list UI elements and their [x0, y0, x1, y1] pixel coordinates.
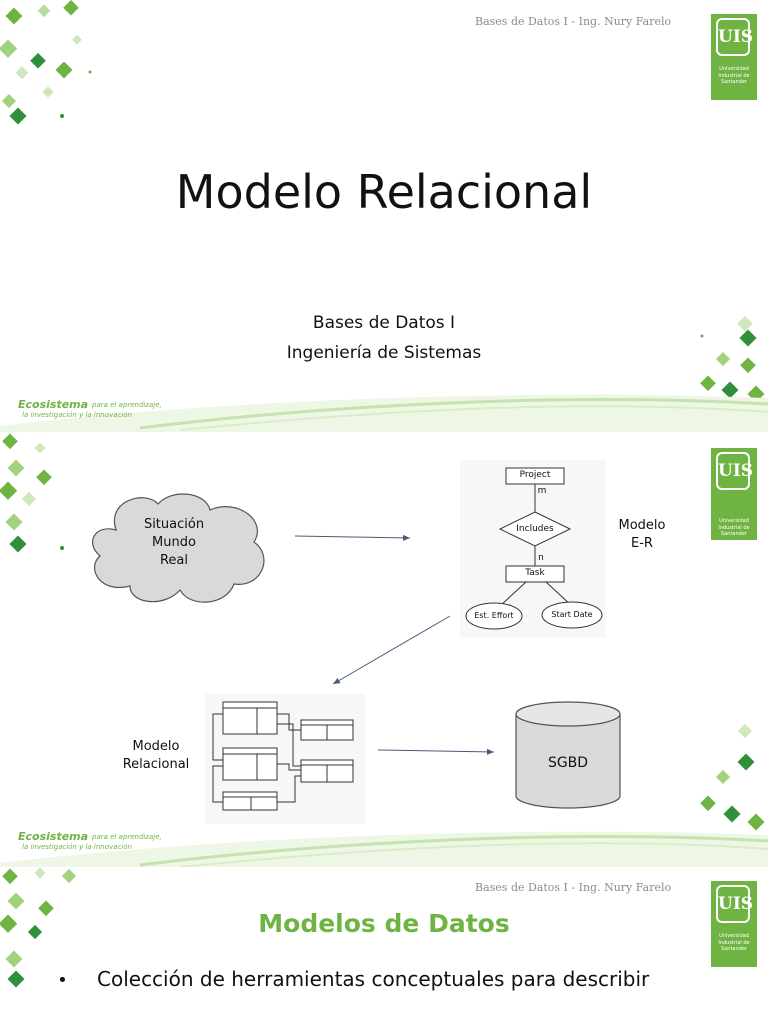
er-entity-project-label: Project	[519, 470, 551, 480]
header-course-author: Bases de Datos I - Ing. Nury Farelo	[475, 881, 672, 894]
er-model-label-line-2: E-R	[631, 536, 653, 551]
sgbd-label: SGBD	[547, 755, 589, 771]
relational-label-line-1: Modelo	[132, 739, 180, 754]
logo-line-1: Universidad	[719, 66, 749, 72]
arrow-er-to-relational	[332, 615, 451, 685]
er-diagram	[460, 460, 606, 638]
footer-brand: Ecosistema	[18, 398, 89, 411]
slide-subtitle-program: Ingeniería de Sistemas	[286, 343, 482, 363]
relational-model-label: Modelo Relacional	[116, 738, 196, 774]
er-model-label: Modelo E-R	[612, 517, 672, 553]
university-logo: UIS Universidad Industrial de Santander	[711, 448, 757, 540]
slide-subtitle-course: Bases de Datos I	[312, 313, 456, 333]
footer-swoosh	[0, 394, 768, 432]
logo-line-2: Industrial de	[718, 939, 750, 946]
arrow-relational-to-sgbd	[377, 748, 495, 755]
footer-tagline-2: la investigación y la innovación	[22, 843, 132, 851]
er-model-label-line-1: Modelo	[618, 518, 666, 533]
decorative-squares-top-left	[0, 433, 64, 553]
bullet-dot	[60, 977, 65, 982]
table-1	[222, 701, 278, 735]
er-cardinality-m: m	[537, 486, 547, 496]
relational-label-line-2: Relacional	[122, 757, 190, 772]
footer-tagline-1: para el aprendizaje,	[92, 833, 162, 841]
uis-logo-mark: UIS	[716, 452, 753, 490]
cloud-label-line-2: Mundo	[152, 535, 196, 550]
footer-swoosh	[0, 831, 768, 867]
arrow-cloud-to-er	[294, 534, 411, 541]
footer-tagline-2: la investigación y la innovación	[22, 411, 132, 419]
logo-line-3: Santander	[721, 946, 747, 952]
relational-tables	[205, 694, 365, 824]
flow-arrows	[294, 534, 495, 755]
bullet-text: Colección de herramientas conceptuales p…	[97, 967, 650, 991]
decorative-squares-right	[700, 723, 765, 831]
deco-square-group	[0, 0, 92, 125]
logo-line-1: Universidad	[719, 933, 749, 939]
slide-heading-data-models: Modelos de Datos	[258, 909, 510, 938]
er-entity-task	[505, 565, 565, 583]
university-logo: UIS Universidad Industrial de Santander	[711, 881, 757, 967]
logo-text: Universidad Industrial de Santander	[711, 933, 757, 953]
slide-data-models: Bases de Datos I - Ing. Nury Farelo UIS …	[0, 867, 768, 1024]
logo-line-1: Universidad	[719, 518, 749, 524]
footer-brand: Ecosistema	[18, 830, 89, 843]
real-world-cloud	[92, 493, 265, 603]
er-attr-start-date-label: Start Date	[551, 610, 593, 619]
slide-title-heading: Modelo Relacional	[175, 165, 593, 219]
logo-line-3: Santander	[721, 531, 747, 537]
sgbd-database-cylinder	[515, 701, 621, 809]
table-2	[222, 747, 278, 781]
logo-line-2: Industrial de	[718, 524, 750, 531]
slide-title: Bases de Datos I - Ing. Nury Farelo UIS …	[0, 0, 768, 432]
er-attribute-start-date	[541, 601, 603, 629]
cloud-label: Situación Mundo Real	[120, 516, 228, 570]
footer-tagline-1: para el aprendizaje,	[92, 401, 162, 409]
er-cardinality-n: n	[538, 553, 544, 563]
decorative-squares-top-left	[0, 867, 77, 988]
table-3	[222, 791, 278, 811]
uis-logo-mark: UIS	[716, 885, 753, 923]
decorative-squares-top-left	[0, 0, 92, 125]
er-attribute-est-effort	[465, 602, 523, 630]
logo-text: Universidad Industrial de Santander	[711, 66, 757, 86]
cloud-label-line-1: Situación	[143, 517, 205, 532]
er-entity-task-label: Task	[525, 568, 545, 578]
er-relationship-label: Includes	[516, 524, 554, 534]
logo-text: Universidad Industrial de Santander	[711, 518, 757, 538]
logo-line-2: Industrial de	[718, 72, 750, 79]
slide-diagram: UIS Universidad Industrial de Santander …	[0, 432, 768, 867]
header-course-author: Bases de Datos I - Ing. Nury Farelo	[475, 15, 672, 28]
cloud-label-line-3: Real	[159, 553, 189, 568]
logo-line-3: Santander	[721, 79, 747, 85]
uis-logo-mark: UIS	[716, 18, 753, 56]
university-logo: UIS Universidad Industrial de Santander	[711, 14, 757, 100]
er-attr-est-effort-label: Est. Effort	[474, 611, 514, 620]
